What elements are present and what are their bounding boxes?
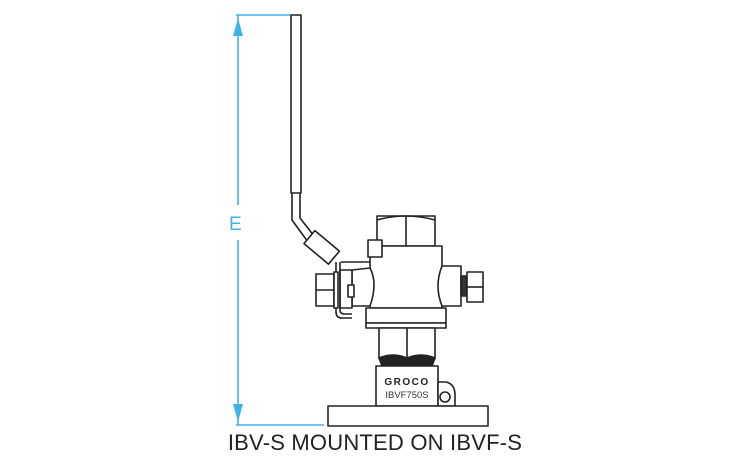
diagram-caption: IBV-S MOUNTED ON IBVF-S [227, 430, 523, 455]
valve-body [290, 14, 489, 427]
lug-hole [439, 391, 451, 403]
left-stem-housing [351, 267, 375, 307]
bottom-ring [365, 307, 447, 324]
brand-text: GROCO [384, 377, 429, 388]
base-plate [327, 405, 489, 427]
right-boss [437, 265, 462, 307]
model-text: IBVF750S [385, 390, 428, 401]
dimension-line-e [233, 14, 324, 426]
flange-body [375, 365, 439, 407]
handle-grip [290, 14, 302, 194]
handle-sleeve [303, 229, 341, 265]
thread [378, 354, 436, 367]
dimension-label-e: E [229, 214, 242, 235]
handle-rod [291, 193, 315, 243]
